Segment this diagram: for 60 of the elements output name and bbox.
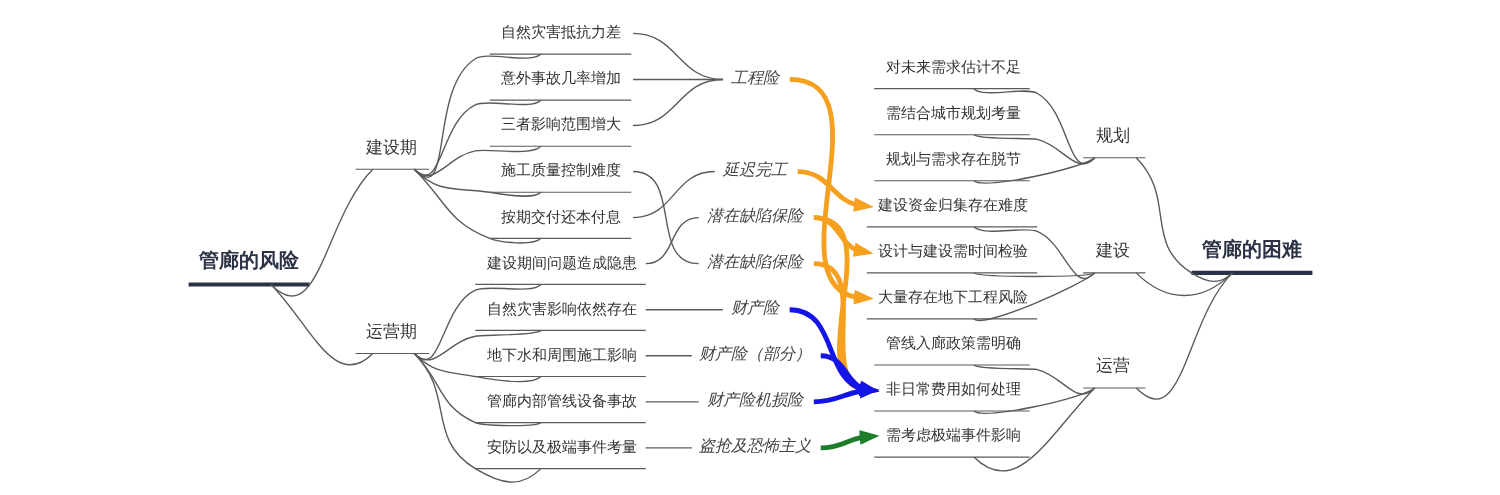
connector	[631, 170, 715, 219]
node-text: 自然灾害影响依然存在	[486, 299, 637, 318]
connector	[972, 226, 1095, 280]
node-text: 管廊的困难	[1201, 237, 1302, 261]
connector	[972, 387, 1095, 472]
connector	[972, 87, 1095, 165]
connector	[1135, 272, 1233, 400]
node-text: 运营	[1096, 355, 1130, 376]
node-text: 管廊的风险	[198, 249, 299, 273]
node-text: 潜在缺陷保险	[706, 205, 803, 225]
arrow	[813, 383, 880, 405]
node-text: 意外事故几率增加	[500, 69, 621, 88]
node-text: 按期交付还本付息	[500, 207, 621, 226]
node-text: 管线入廊政策需明确	[885, 334, 1021, 353]
node-text: 建设资金归集存在难度	[877, 196, 1028, 215]
connector	[644, 447, 692, 449]
node-text: 规划与需求存在脱节	[885, 149, 1021, 168]
node-text: 安防以及极端事件考量	[486, 437, 637, 456]
node-text: 自然灾害抵抗力差	[500, 23, 621, 42]
node-text: 潜在缺陷保险	[706, 251, 803, 271]
connector	[972, 134, 1095, 165]
node-text: 需考虑极端事件影响	[885, 426, 1021, 445]
connector	[644, 355, 692, 357]
connector	[972, 272, 1095, 322]
node-text: 延迟完工	[722, 159, 787, 179]
connector	[644, 401, 699, 403]
node-text: 需结合城市规划考量	[885, 103, 1021, 122]
connector	[631, 78, 724, 127]
connector	[972, 387, 1095, 415]
node-text: 财产险（部分）	[698, 343, 811, 363]
node-text: 规划	[1096, 125, 1130, 146]
connector	[972, 272, 1095, 278]
arrow	[788, 77, 874, 305]
node-text: 财产险	[731, 297, 779, 317]
connector	[972, 157, 1095, 184]
connector	[413, 168, 542, 244]
connector	[269, 283, 373, 366]
node-text: 工程险	[731, 67, 779, 87]
node-text: 三者影响范围增大	[500, 115, 621, 134]
node-text: 设计与建设需时间检验	[877, 242, 1028, 261]
node-text: 大量存在地下工程风险	[877, 288, 1028, 307]
connector	[644, 216, 699, 265]
connector	[644, 309, 724, 311]
node-text: 施工质量控制难度	[500, 161, 621, 180]
connector	[631, 170, 699, 265]
node-text: 管廊内部管线设备事故	[486, 391, 637, 410]
node-text: 建设期	[365, 136, 417, 157]
connector	[413, 352, 542, 483]
node-text: 财产险机损险	[706, 389, 803, 409]
arrow	[797, 169, 874, 212]
node-text: 对未来需求估计不足	[885, 57, 1021, 76]
node-text: 非日常费用如何处理	[885, 380, 1021, 399]
node-text: 运营期	[365, 320, 417, 341]
node-text: 建设	[1096, 240, 1130, 261]
node-text: 建设期间问题造成隐患	[486, 253, 637, 272]
node-text: 盗抢及恐怖主义	[698, 436, 811, 455]
node-text: 地下水和周围施工影响	[486, 345, 637, 364]
connector	[1135, 157, 1233, 282]
connector	[413, 168, 542, 197]
arrow	[820, 430, 880, 451]
